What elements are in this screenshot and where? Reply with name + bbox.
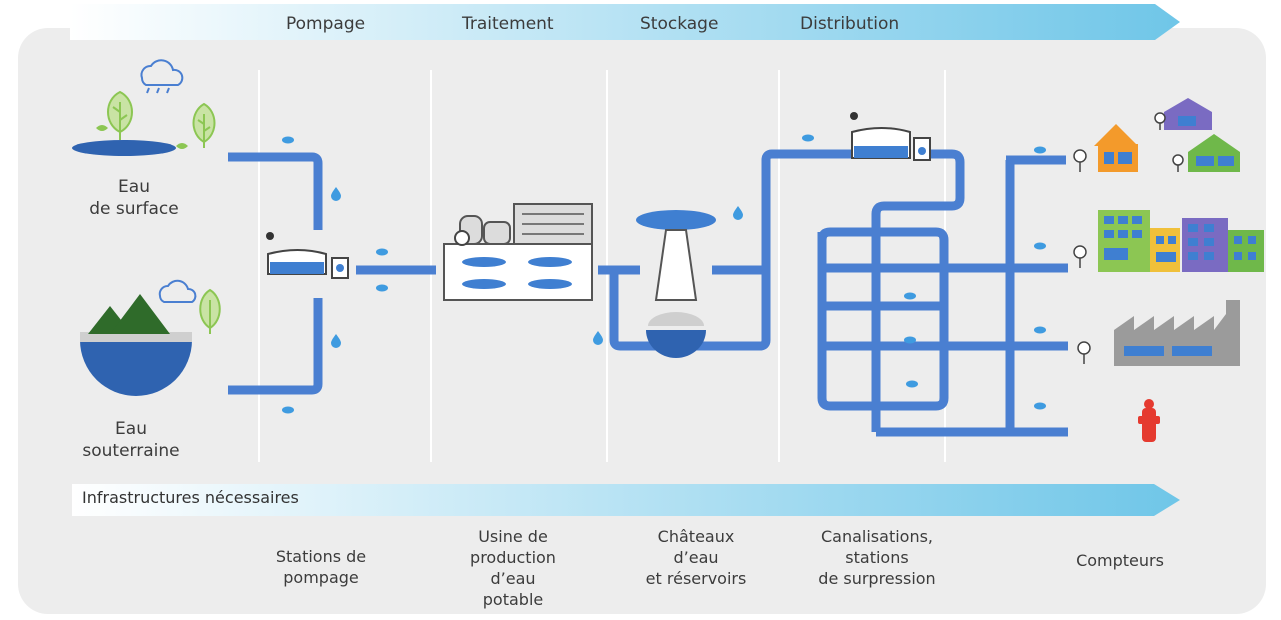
meter-icon bbox=[1073, 112, 1184, 364]
section-divider bbox=[778, 70, 780, 462]
infrastructure-title: Infrastructures nécessaires bbox=[82, 488, 299, 507]
house-icon bbox=[1188, 134, 1240, 172]
infra-label-towers-reservoirs: Châteaux d’eau et réservoirs bbox=[645, 527, 747, 588]
cloud-rain-icon bbox=[140, 59, 184, 94]
infra-label-pipes-stations: Canalisations, stations de surpression bbox=[818, 527, 936, 588]
stage-label-distribution: Distribution bbox=[800, 14, 900, 34]
stage-label-stockage: Stockage bbox=[640, 14, 719, 34]
tree-icon bbox=[192, 102, 216, 148]
infrastructure-arrow-band bbox=[72, 484, 1180, 516]
water-tower-icon bbox=[636, 210, 716, 301]
treatment-plant-icon bbox=[443, 203, 593, 301]
cloud-rain-icon bbox=[158, 279, 197, 303]
factory-icon bbox=[1114, 300, 1240, 366]
stage-label-pompage: Pompage bbox=[286, 14, 366, 34]
building-icon bbox=[1098, 210, 1264, 272]
source-label-ground-water: Eau souterraine bbox=[82, 419, 180, 461]
house-icon bbox=[1164, 98, 1212, 130]
diagram-background bbox=[18, 28, 1266, 614]
pipe-network bbox=[228, 149, 1068, 437]
infra-label-meters: Compteurs bbox=[1076, 551, 1164, 570]
infra-label-treatment-plant: Usine de production d’eau potable bbox=[470, 527, 556, 609]
ground-water-icon bbox=[80, 279, 221, 396]
stages-arrow-band bbox=[70, 4, 1180, 40]
fire-hydrant-icon bbox=[1138, 399, 1160, 442]
source-label-surface-water: Eau de surface bbox=[89, 177, 179, 219]
reservoir-icon bbox=[850, 112, 931, 161]
house-icon bbox=[1094, 124, 1138, 172]
tree-icon bbox=[199, 288, 221, 334]
infra-label-pumping-stations: Stations de pompage bbox=[275, 547, 367, 587]
surface-water-icon bbox=[72, 59, 216, 156]
pump-station-icon bbox=[266, 232, 349, 279]
mountain-icon bbox=[88, 294, 170, 334]
stage-label-traitement: Traitement bbox=[462, 14, 554, 34]
tree-icon bbox=[107, 90, 133, 140]
section-divider bbox=[258, 70, 260, 462]
reservoir-icon bbox=[646, 312, 706, 358]
